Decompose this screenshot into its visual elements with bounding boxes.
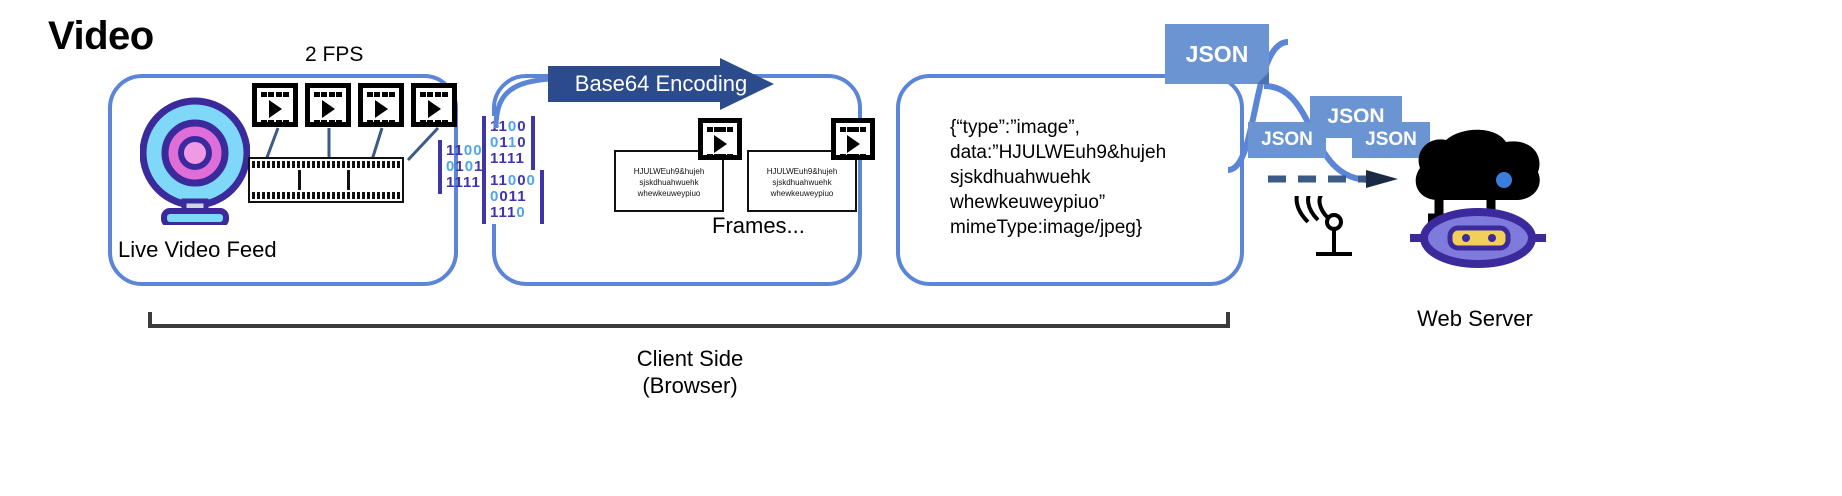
play-triangle-icon	[374, 100, 388, 118]
play-triangle-icon	[268, 100, 282, 118]
sprocket-dots-bottom	[840, 154, 866, 160]
sprocket-dots-top	[840, 127, 866, 133]
play-frame-3	[358, 83, 404, 127]
base64-arrow-label: Base64 Encoding	[574, 71, 748, 96]
sprocket-dots-bottom	[367, 120, 395, 126]
base64-arrow	[548, 58, 774, 110]
play-frame-badge	[698, 118, 742, 160]
play-frame-4	[411, 83, 457, 127]
sprocket-dots-top	[261, 92, 289, 98]
binary-row: 1111	[490, 150, 525, 167]
page-fold-icon	[1257, 72, 1269, 84]
robot-server-icon	[1410, 129, 1546, 268]
play-triangle-icon	[321, 100, 335, 118]
json-badge-label: JSON	[1185, 40, 1249, 67]
frames-label: Frames...	[712, 213, 805, 238]
json-badge-label: JSON	[1365, 129, 1417, 150]
sprocket-dots-bottom	[314, 120, 342, 126]
binary-row: 1111	[446, 174, 481, 191]
binary-group-1: 1100 0101 1111	[438, 140, 492, 194]
play-triangle-icon	[427, 100, 441, 118]
frame-card-2: HJULWEuh9&hujeh sjskdhuahwuehk whewkeuwe…	[747, 118, 875, 212]
page-title: Video	[48, 14, 154, 58]
sprocket-dots-top	[367, 92, 395, 98]
filmstrip-cell	[252, 170, 301, 190]
dashed-arrow-icon	[1268, 170, 1398, 188]
filmstrip-cell	[301, 170, 350, 190]
binary-row: 0011	[490, 188, 527, 205]
filmstrip-perforations-bottom	[250, 192, 402, 199]
sprocket-dots-top	[707, 127, 733, 133]
json-badge-1: JSON	[1165, 24, 1269, 84]
live-video-feed-label: Live Video Feed	[118, 237, 277, 262]
client-side-bracket	[148, 312, 1230, 328]
json-badge-3: JSON	[1248, 122, 1326, 158]
sprocket-dots-bottom	[261, 120, 289, 126]
frame-card-1: HJULWEuh9&hujeh sjskdhuahwuehk whewkeuwe…	[614, 118, 742, 212]
wifi-antenna-icon	[1294, 196, 1352, 256]
filmstrip-cell	[350, 170, 400, 190]
frame-connector-lines	[264, 126, 440, 162]
play-triangle-icon	[846, 135, 860, 153]
binary-row: 1110	[490, 204, 526, 221]
binary-group-3: 11000 0011 1110	[482, 170, 544, 224]
json-panel-connector	[1228, 39, 1289, 173]
web-server-label: Web Server	[1417, 306, 1533, 331]
binary-row: 1100	[446, 142, 483, 159]
client-side-label: Client Side (Browser)	[636, 346, 744, 398]
sprocket-dots-top	[314, 92, 342, 98]
sprocket-dots-top	[420, 92, 448, 98]
frame-card-text: HJULWEuh9&hujeh sjskdhuahwuehk whewkeuwe…	[633, 167, 705, 198]
fps-label: 2 FPS	[305, 43, 364, 66]
binary-row: 0101	[446, 158, 484, 175]
binary-group-2: 1100 0110 1111	[482, 116, 535, 170]
sprocket-dots-bottom	[707, 154, 733, 160]
filmstrip-icon	[248, 157, 404, 203]
play-triangle-icon	[713, 135, 727, 153]
frame-card-text: HJULWEuh9&hujeh sjskdhuahwuehk whewkeuwe…	[766, 167, 838, 198]
play-frame-badge	[831, 118, 875, 160]
filmstrip-perforations-top	[250, 161, 402, 168]
live-video-panel	[108, 74, 458, 286]
json-badge-4: JSON	[1352, 122, 1430, 158]
json-payload-panel	[896, 74, 1244, 286]
json-payload-text: {“type”:”image”, data:”HJULWEuh9&hujeh s…	[950, 117, 1167, 238]
binary-row: 0110	[490, 134, 527, 151]
binary-row: 11000	[490, 172, 536, 189]
play-frame-2	[305, 83, 351, 127]
sprocket-dots-bottom	[420, 120, 448, 126]
json-badge-label: JSON	[1261, 129, 1313, 150]
webcam-icon	[140, 97, 250, 225]
play-frame-1	[252, 83, 298, 127]
